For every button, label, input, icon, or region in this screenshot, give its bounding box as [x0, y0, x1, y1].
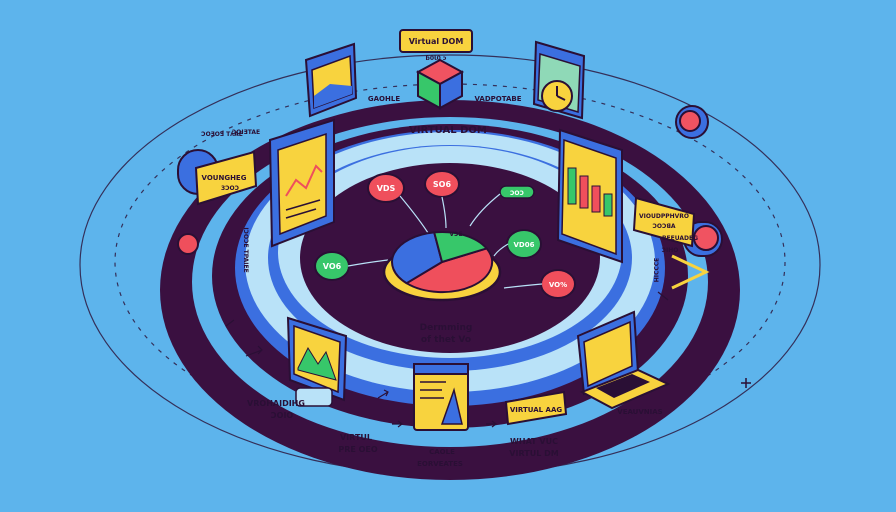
bubble-vo-pct: VO% [540, 269, 576, 299]
browser-window-icon [304, 42, 358, 118]
pie-slice-0 [404, 247, 494, 294]
bottom-left-label-2: ƆOIO [271, 411, 294, 420]
svg-text:SO6: SO6 [433, 180, 452, 189]
pie-label: VƆE [449, 231, 462, 238]
top-tag-sub: ɓ0Ɩ0 ɔ [426, 55, 447, 62]
graph-window-icon [286, 316, 348, 407]
left-tag: VOUNGHEG 3ƆOƆ [194, 150, 258, 206]
bottom-mid-label-1: VIRTUL [340, 433, 372, 442]
left-vertical-label: IƆOƆE TPAIEE [242, 227, 249, 272]
center-text-1: Dermming [420, 323, 473, 333]
left-note-1: ƆOƎOƎ TʎAE [201, 131, 243, 138]
clock-window [532, 40, 586, 120]
left-note-2: ƆOIƎTAE [232, 129, 260, 136]
pie-slice-2 [432, 231, 489, 264]
center-text-2: of thet Vo [421, 335, 471, 345]
right-tag-note-2: ƆIHO [662, 247, 679, 254]
svg-text:ƆOƆ: ƆOƆ [510, 190, 525, 197]
bubble-vd06: VD06 [506, 229, 542, 259]
svg-text:VOUNGHEG: VOUNGHEG [202, 174, 247, 182]
bubble-so6: SO6 [424, 170, 460, 198]
svg-text:3ƆOƆ: 3ƆOƆ [221, 185, 240, 192]
bottom-right-label-1: WHAT VUC [510, 437, 558, 446]
bottom-left-label-1: VROHAIDIHG [247, 399, 305, 408]
gauge-right-label: VADPOTABE [474, 95, 521, 103]
cube-icon [415, 58, 465, 110]
bottom-mid-label-2: PRE OEO [338, 445, 378, 454]
svg-text:VDS: VDS [377, 184, 396, 193]
red-node-left [177, 233, 199, 255]
right-tag: VIOUDPPHVRO ƆOƆꓭA [632, 196, 696, 248]
bottom-center-label-1: CAOLE [429, 448, 455, 456]
small-arrows [225, 291, 669, 428]
pie-chart-icon: VƆE [382, 231, 502, 302]
pie-slice-1 [391, 231, 444, 285]
chart-window-icon [268, 118, 335, 248]
bubble-pill: ƆOƆ [499, 185, 535, 199]
toggle-top-right-icon [675, 105, 709, 139]
pie-slices [391, 231, 494, 294]
svg-text:Virtual DOM: Virtual DOM [409, 37, 464, 46]
right-tag-note-1: BEEUADEG [662, 235, 698, 242]
document-window-icon [413, 363, 469, 431]
bubble-vo6-left: VO6 [314, 251, 350, 281]
bottom-right-label-2: VIRTUL DM [509, 449, 558, 458]
bubble-vds: VDS [367, 173, 405, 203]
bottom-center-label-2: EORVEATES [417, 460, 463, 468]
ring-title: VIRTUAL DOM [409, 125, 487, 136]
top-tag: Virtual DOM ɓ0Ɩ0 ɔ [399, 29, 473, 62]
svg-text:VD06: VD06 [514, 241, 535, 249]
svg-text:VIOUDPPHVRO: VIOUDPPHVRO [639, 213, 689, 220]
right-vertical-label: ƎƆƆƆIH [652, 258, 659, 283]
clock-icon [541, 80, 573, 112]
sparkle-icon [741, 378, 751, 388]
gauge-left-label: GAOHLE [368, 95, 400, 103]
svg-text:VO6: VO6 [323, 262, 342, 271]
svg-text:ƆOƆꓭA: ƆOƆꓭA [652, 223, 675, 230]
arrow-right [671, 254, 710, 290]
svg-text:VIRTUAL AAG: VIRTUAL AAG [510, 406, 562, 414]
svg-text:VO%: VO% [549, 281, 567, 289]
laptop-icon [576, 310, 671, 410]
bottom-tag: VIRTUAL AAG [504, 390, 568, 426]
bottom-far-right-label: VEAUVNIAS [617, 408, 662, 416]
bar-chart-window-icon [556, 128, 623, 264]
